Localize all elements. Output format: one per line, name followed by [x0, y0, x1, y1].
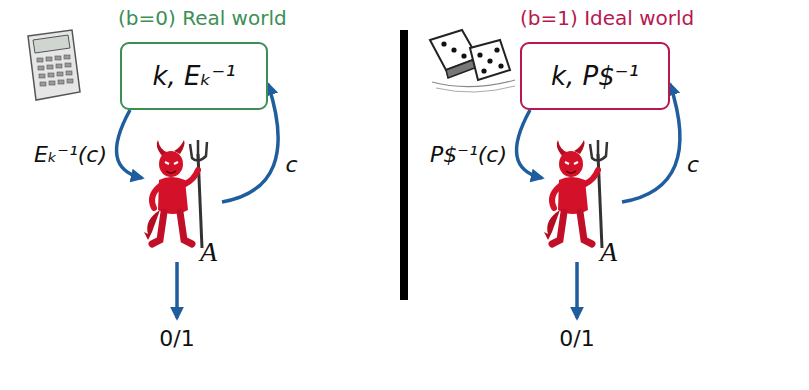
divider [400, 30, 408, 300]
adversary-name: A [200, 236, 217, 268]
world-title: (b=0) Real world [118, 6, 287, 30]
dice-icon [430, 30, 515, 92]
arrow-label: c [286, 152, 298, 177]
world-title: (b=1) Ideal world [520, 6, 694, 30]
calculator-icon [28, 30, 80, 100]
oracle-box: k, Eₖ⁻¹ [120, 42, 268, 110]
adversary-figure: A [140, 140, 230, 265]
oracle-text: k, Eₖ⁻¹ [152, 61, 235, 91]
output-label: 0/1 [559, 326, 594, 351]
output-arrow [175, 262, 179, 318]
oracle-box: k, P$⁻¹ [520, 42, 670, 110]
output-label: 0/1 [159, 326, 194, 351]
oracle-text: k, P$⁻¹ [551, 61, 639, 91]
devil-illustration [140, 140, 212, 252]
arrow-label: c [687, 152, 699, 177]
adversary-figure: A [540, 140, 630, 265]
query-arrow [517, 110, 542, 178]
query-arrow [117, 110, 142, 178]
output-arrow [575, 262, 579, 318]
arrow-label: Eₖ⁻¹(c) [34, 142, 107, 167]
arrow-label: P$⁻¹(c) [430, 142, 507, 167]
devil-illustration [540, 140, 612, 252]
adversary-name: A [600, 236, 617, 268]
